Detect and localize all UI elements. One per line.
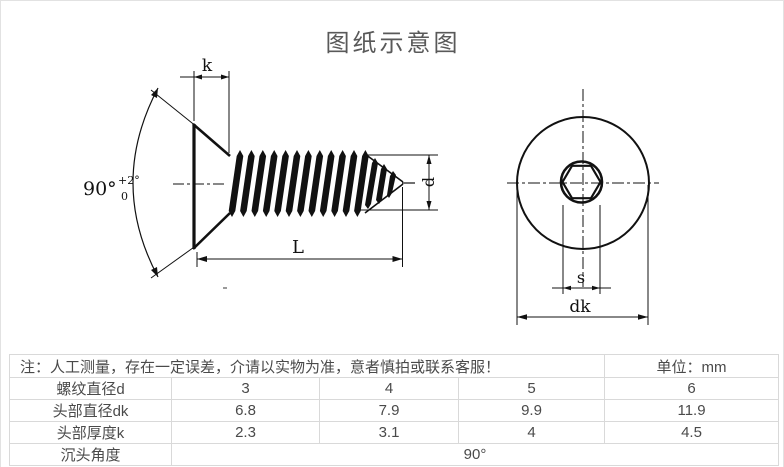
spec-table: 注：人工测量，存在一定误差，介请以实物为准，意者慎拍或联系客服！ 单位：mm 螺… [8,354,780,466]
row-label: 头部厚度k [9,421,172,444]
table-row-note: 注：人工测量，存在一定误差，介请以实物为准，意者慎拍或联系客服！ 单位：mm [8,354,780,378]
angle-ext-top [150,89,198,128]
dim-d [359,154,438,211]
table-row-countersink-angle: 沉头角度 90° [9,443,780,466]
table-row-head-diameter: 头部直径dk 6.8 7.9 9.9 11.9 [9,399,780,422]
dim-dk [516,185,649,325]
socket-circle [559,160,604,204]
table-row-head-thickness: 头部厚度k 2.3 3.1 4 4.5 [9,421,780,444]
cell-value: 4 [457,421,606,444]
dim-k [180,71,230,153]
cell-value: 11.9 [604,399,780,422]
dk-dim-label: dk [569,297,591,317]
cell-value: 2.3 [171,421,320,444]
L-dim-label: L [292,237,304,258]
angle-label: 90° [83,178,117,200]
cell-value: 4 [319,377,459,400]
s-dim-label: s [577,268,585,287]
angle-ext-bottom [150,244,198,279]
cell-value: 4.5 [604,421,780,444]
page-title: 图纸示意图 [325,30,461,57]
hex-socket [561,164,602,200]
head-cone-top [192,123,231,157]
screw-side-view [132,71,438,279]
cell-value: 5 [457,377,606,400]
row-label: 头部直径dk [9,399,172,422]
angle-arc [132,87,159,278]
screw-front-view [507,89,659,325]
head-cone-bottom [192,212,231,250]
cell-value: 9.9 [457,399,606,422]
unit-text: 单位：mm [604,354,780,378]
note-text: 注：人工测量，存在一定误差，介请以实物为准，意者慎拍或联系客服！ [8,354,606,378]
row-label: 螺纹直径d [9,377,172,400]
screw-tip [364,153,415,214]
thread-bands [228,150,369,217]
dim-s [552,205,611,294]
technical-drawing: k L d 90° +2° 0 [83,56,659,325]
cell-value: 3.1 [319,421,459,444]
cell-value: 6.8 [171,399,320,422]
d-dim-label: d [419,177,438,187]
dim-L [196,187,403,267]
row-label: 沉头角度 [9,443,172,466]
angle-tolerance-zero: 0 [121,190,128,203]
table-row-thread-diameter: 螺纹直径d 3 4 5 6 [9,377,780,400]
k-dim-label: k [202,56,213,76]
cell-value: 7.9 [319,399,459,422]
cell-value: 3 [171,377,320,400]
cell-value: 6 [604,377,780,400]
angle-tolerance-plus: +2° [118,174,140,187]
cell-span-value: 90° [170,443,780,466]
stray-dot [223,287,227,289]
